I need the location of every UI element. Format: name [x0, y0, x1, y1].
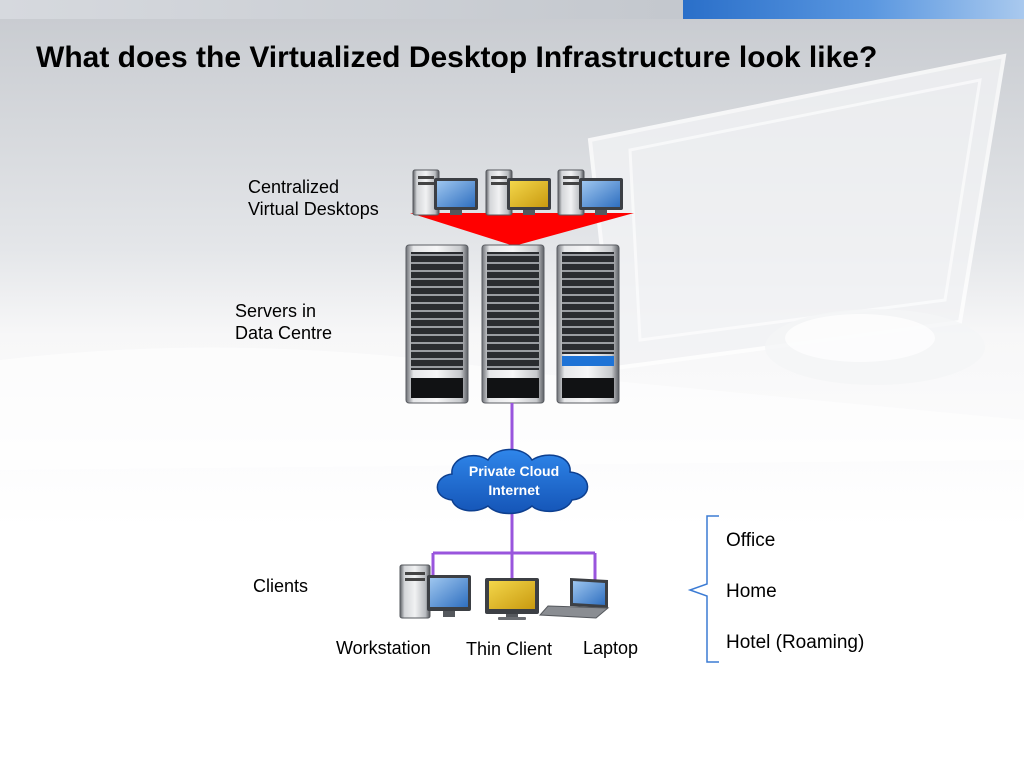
laptop-label: Laptop	[583, 638, 639, 658]
location-office: Office	[726, 530, 776, 551]
workstation-icon	[399, 564, 471, 619]
server-rack-2	[481, 244, 545, 404]
slide-title: What does the Virtualized Desktop Infras…	[36, 41, 878, 74]
virtual-desktop-pc-1	[412, 169, 478, 216]
cloud-label-line2: Internet	[488, 482, 540, 498]
virtual-desktop-pc-2	[485, 169, 551, 216]
virtual-desktop-pc-3	[557, 169, 623, 216]
thin-client-label: Thin Client	[466, 639, 553, 659]
server-rack-1	[405, 244, 469, 404]
funnel-arrow	[410, 213, 634, 246]
thin-client-icon	[485, 578, 539, 620]
network-connectors	[431, 403, 597, 580]
workstation-label: Workstation	[336, 638, 431, 658]
location-home: Home	[726, 581, 777, 602]
servers-label-line2: Data Centre	[235, 323, 333, 343]
location-hotel: Hotel (Roaming)	[726, 632, 865, 653]
server-rack-3	[556, 244, 620, 404]
location-bracket	[687, 515, 719, 663]
cloud-label: Private Cloud Internet	[448, 462, 580, 500]
cloud-icon	[436, 448, 589, 515]
centralized-desktops-label-line2: Virtual Desktops	[248, 199, 379, 219]
centralized-desktops-label-line1: Centralized	[248, 177, 340, 197]
laptop-icon	[538, 578, 610, 619]
cloud-label-line1: Private Cloud	[468, 463, 560, 479]
servers-label-line1: Servers in	[235, 301, 317, 321]
clients-label: Clients	[253, 576, 309, 596]
top-accent-bar	[683, 0, 1024, 19]
